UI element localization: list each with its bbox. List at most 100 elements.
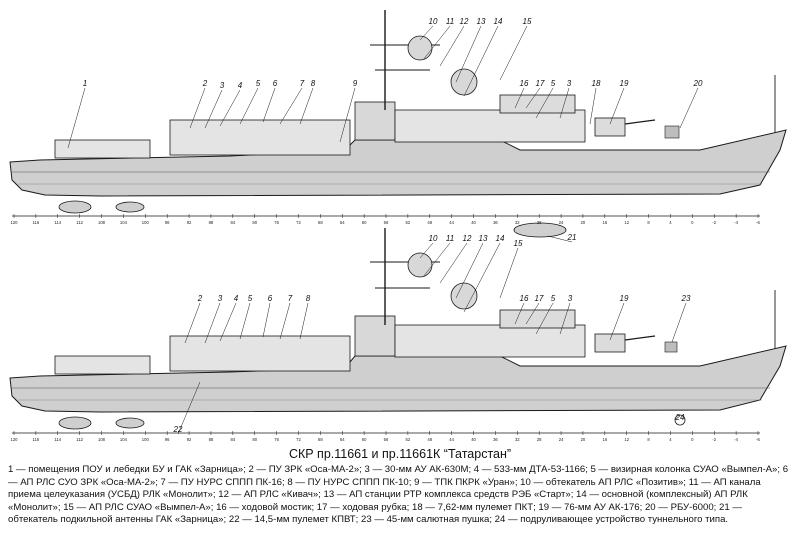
ruler-label: 80: [252, 220, 257, 225]
callout-leader: [514, 302, 525, 325]
ruler-label: 20: [581, 220, 586, 225]
callout-leader: [219, 302, 237, 342]
ak176-top: [594, 117, 626, 137]
ruler-label: 76: [274, 437, 279, 442]
callout-leader: [239, 302, 251, 340]
callout-leader: [455, 25, 482, 83]
callout-number: 7: [288, 294, 293, 303]
callout-number: 6: [273, 79, 278, 88]
callout-leader: [419, 25, 434, 41]
ruler-label: 64: [340, 220, 345, 225]
ruler-label: 60: [362, 437, 367, 442]
ruler-label: 116: [33, 437, 40, 442]
callout-leader: [559, 87, 570, 119]
callout-leader: [609, 87, 625, 125]
callout-number: 3: [567, 79, 572, 88]
radome-positiv-top: [407, 35, 433, 61]
ruler-label: 44: [449, 437, 454, 442]
callout-leader: [589, 87, 597, 125]
callout-number: 18: [592, 79, 601, 88]
main-superstructure-top: [394, 109, 586, 143]
ruler-label: -4: [734, 220, 738, 225]
radome-positiv-bottom: [407, 252, 433, 278]
callout-number: 15: [514, 239, 523, 248]
ruler-label: 40: [471, 220, 476, 225]
radome-monolit-bottom: [450, 282, 478, 310]
ruler-label: 8: [647, 437, 650, 442]
callout-number: 19: [620, 294, 629, 303]
ruler-label: 76: [274, 220, 279, 225]
ruler-label: 52: [406, 437, 411, 442]
ruler-label: 80: [252, 437, 257, 442]
callout-number: 5: [551, 79, 556, 88]
ruler-label: 108: [98, 220, 106, 225]
ruler-label: 0: [691, 220, 694, 225]
callout-number: 4: [234, 294, 239, 303]
callout-leader: [262, 87, 276, 123]
callout-leader: [177, 381, 201, 435]
ruler-label: 24: [559, 220, 564, 225]
ruler-label: -6: [756, 437, 760, 442]
bow-thruster-bottom: [674, 414, 686, 426]
callout-leader: [204, 302, 221, 344]
callout-leader: [262, 302, 271, 338]
ruler-label: 108: [98, 437, 106, 442]
ruler-label: 116: [33, 220, 40, 225]
ruler-label: 64: [340, 437, 345, 442]
ruler-label: -4: [734, 437, 738, 442]
stern-deckhouse-bottom: [54, 355, 151, 375]
callout-number: 10: [429, 234, 438, 243]
ruler-label: 100: [142, 220, 150, 225]
callout-leader: [299, 302, 309, 340]
bridge-bottom: [499, 309, 576, 329]
ruler-label: 48: [427, 437, 432, 442]
callout-number: 3: [218, 294, 223, 303]
ruler-label: -2: [712, 437, 716, 442]
callout-number: 9: [353, 79, 358, 88]
callout-number: 11: [446, 17, 454, 26]
aft-superstructure-bottom: [169, 335, 351, 372]
callout-leader: [239, 87, 259, 125]
callout-leader: [499, 247, 519, 299]
figure-title: СКР пр.11661 и пр.11661К “Татарстан”: [288, 447, 512, 461]
ruler-label: 68: [318, 220, 323, 225]
callout-leader: [439, 242, 468, 284]
callout-leader: [547, 235, 573, 243]
ruler-label: 100: [142, 437, 150, 442]
ruler-label: 60: [362, 220, 367, 225]
callout-leader: [67, 87, 86, 149]
callout-leader: [189, 87, 206, 129]
ruler-label: 16: [602, 220, 607, 225]
callout-number: 5: [248, 294, 253, 303]
ruler-label: 40: [471, 437, 476, 442]
callout-leader: [455, 242, 484, 299]
callout-number: 19: [620, 79, 629, 88]
callout-number: 13: [477, 17, 486, 26]
callout-number: 13: [479, 234, 488, 243]
ruler-label: 36: [493, 220, 498, 225]
callout-leader: [499, 25, 528, 81]
callout-number: 2: [202, 79, 208, 88]
ruler-label: 104: [120, 220, 128, 225]
ruler-label: 24: [559, 437, 564, 442]
callout-leader: [279, 87, 303, 125]
callout-number: 22: [173, 425, 183, 434]
ruler-label: 96: [165, 437, 170, 442]
callout-number: 6: [268, 294, 273, 303]
callout-leader: [422, 242, 451, 278]
ruler-label: 4: [669, 220, 672, 225]
ruler-label: 68: [318, 437, 323, 442]
ruler-label: 88: [209, 220, 214, 225]
radome-monolit-top: [450, 68, 478, 96]
callout-number: 21: [567, 233, 577, 242]
ruler-label: 12: [624, 220, 629, 225]
ruler-label: 36: [493, 437, 498, 442]
ruler-label: 96: [165, 220, 170, 225]
callout-leader: [525, 302, 540, 325]
ruler-label: 8: [647, 220, 650, 225]
legend-text: 1 — помещения ПОУ и лебедки БУ и ГАК «За…: [8, 464, 789, 526]
callout-number: 23: [681, 294, 691, 303]
bridge-top: [499, 94, 576, 114]
ruler-label: 114: [54, 220, 61, 225]
